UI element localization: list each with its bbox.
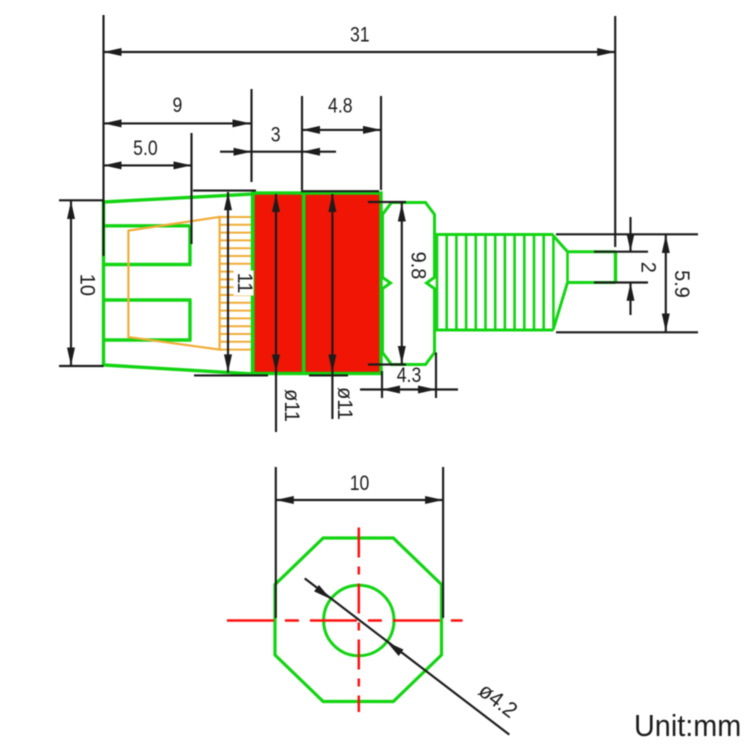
svg-text:10: 10 [76, 274, 100, 296]
svg-text:5.9: 5.9 [670, 270, 694, 298]
svg-text:10: 10 [350, 471, 370, 495]
svg-text:9: 9 [172, 93, 182, 117]
svg-text:3: 3 [271, 123, 281, 147]
svg-text:Unit:mm: Unit:mm [634, 709, 741, 743]
svg-text:2: 2 [636, 262, 660, 273]
svg-text:4.3: 4.3 [397, 363, 422, 387]
svg-text:ø11: ø11 [280, 389, 304, 422]
svg-text:9.8: 9.8 [406, 252, 430, 280]
svg-text:11: 11 [233, 273, 257, 294]
svg-text:ø4.2: ø4.2 [474, 678, 522, 723]
svg-text:5.0: 5.0 [133, 137, 158, 161]
svg-text:4.8: 4.8 [328, 94, 353, 118]
svg-text:ø11: ø11 [333, 387, 357, 420]
svg-text:31: 31 [350, 23, 370, 47]
